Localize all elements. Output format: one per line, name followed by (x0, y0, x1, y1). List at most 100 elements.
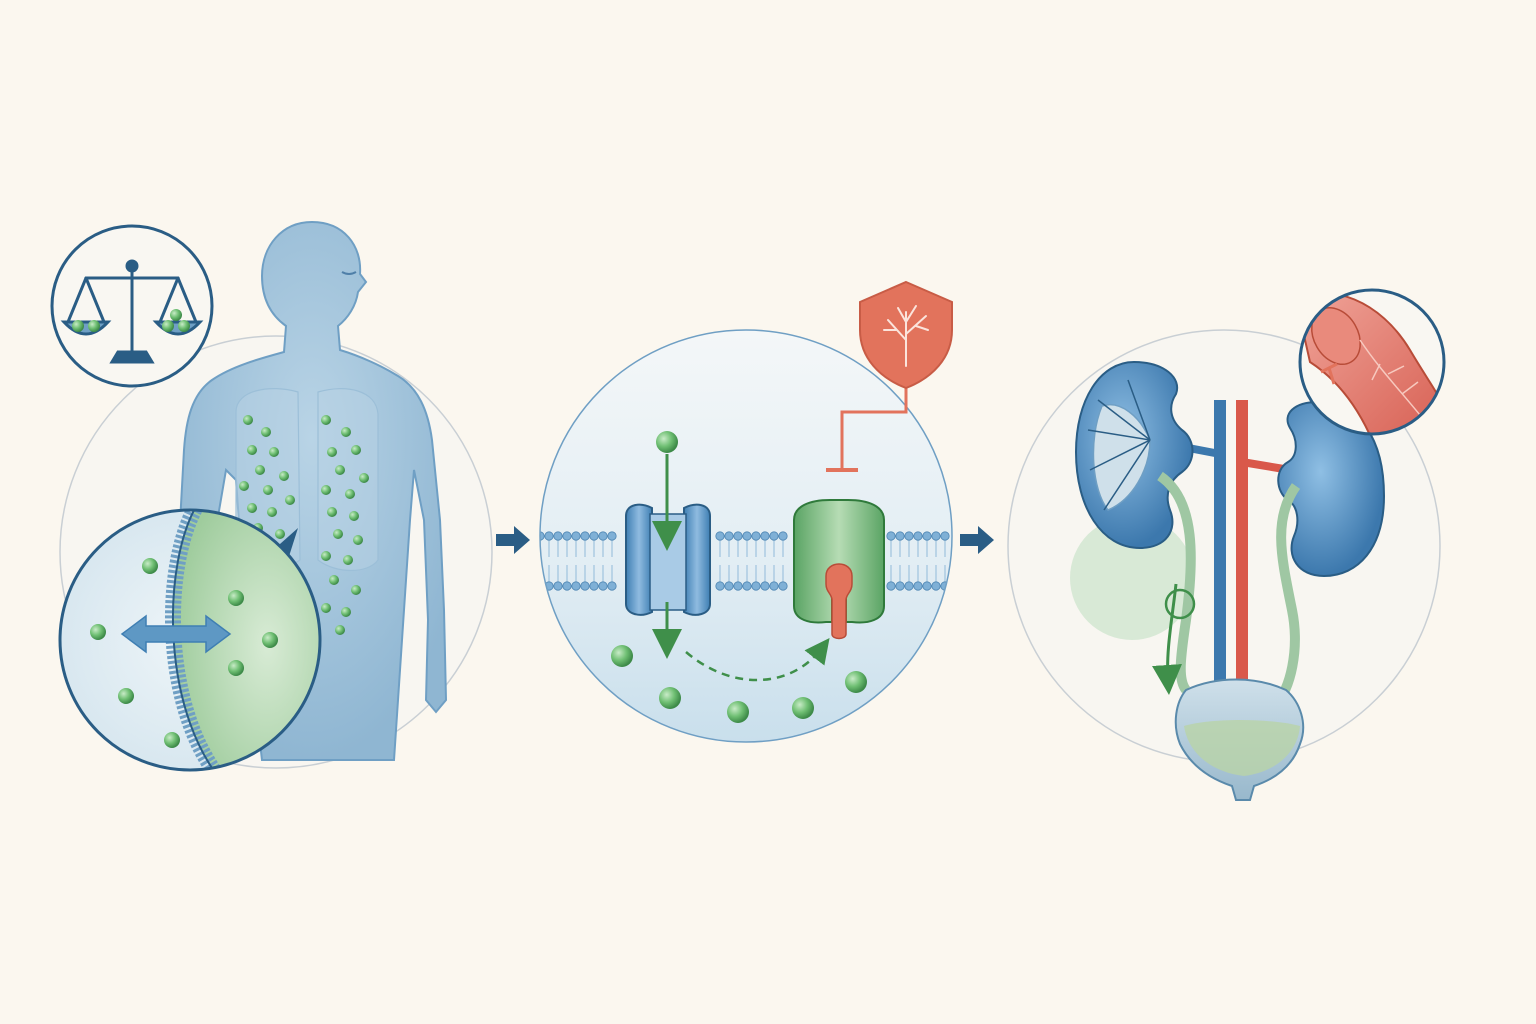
closed-eye (341, 271, 357, 275)
particle (269, 447, 279, 457)
particle (321, 415, 331, 425)
panel-body-distribution (50, 220, 493, 772)
particle (349, 511, 359, 521)
phospholipid (724, 531, 734, 557)
phospholipid (598, 531, 608, 557)
phospholipid (540, 531, 545, 557)
body-particles (239, 415, 369, 635)
inset-particles (90, 558, 278, 748)
particle (353, 535, 363, 545)
phospholipid (760, 565, 770, 591)
particle (335, 625, 345, 635)
phospholipid (733, 531, 743, 557)
particle (261, 427, 271, 437)
particle (351, 445, 361, 455)
phospholipid (580, 531, 590, 557)
phospholipid (904, 531, 914, 557)
panel-membrane-transport (539, 280, 953, 743)
scale-particles (72, 309, 190, 332)
phospholipid (607, 531, 617, 557)
phospholipid (913, 565, 923, 591)
particle (343, 555, 353, 565)
particle (341, 607, 351, 617)
phospholipid (589, 565, 599, 591)
inhibitor-shield (826, 280, 953, 472)
excretion-flow-arrow (1152, 583, 1182, 695)
particle (247, 503, 257, 513)
inhibition-bar-icon (1320, 362, 1338, 385)
right-arrow-icon (960, 526, 994, 554)
particle (243, 415, 253, 425)
phospholipid (553, 531, 563, 557)
phospholipid (931, 531, 941, 557)
phospholipid (598, 565, 608, 591)
phospholipid (580, 565, 590, 591)
kidney-glow (1070, 516, 1194, 640)
phospholipid (931, 565, 941, 591)
particle (327, 507, 337, 517)
phospholipid (571, 531, 581, 557)
phospholipid (922, 565, 932, 591)
particle (333, 529, 343, 539)
particle (359, 473, 369, 483)
phospholipid (886, 531, 896, 557)
phospholipid (751, 565, 761, 591)
balance-scale-inset (50, 224, 214, 388)
phospholipid (544, 531, 554, 557)
phospholipid (724, 565, 734, 591)
phospholipid (760, 531, 770, 557)
particle (329, 575, 339, 585)
ureter-highlight-ring (1164, 588, 1196, 620)
particle (279, 471, 289, 481)
phospholipid (769, 565, 779, 591)
phospholipid (895, 565, 905, 591)
phospholipid (769, 531, 779, 557)
phospholipid (913, 531, 923, 557)
particle (285, 495, 295, 505)
particle (351, 585, 361, 595)
particle (345, 489, 355, 499)
particle (267, 507, 277, 517)
phospholipid (778, 565, 788, 591)
particle (239, 481, 249, 491)
phospholipid (778, 531, 788, 557)
lipid-bilayer (540, 531, 950, 591)
particle (263, 485, 273, 495)
double-headed-arrow-icon (120, 614, 232, 654)
phospholipid (562, 531, 572, 557)
phospholipid (886, 565, 896, 591)
membrane-particles (611, 431, 867, 723)
phospholipid (895, 531, 905, 557)
phospholipid (589, 531, 599, 557)
phospholipid (922, 531, 932, 557)
transport-path-arrow (685, 638, 830, 682)
bladder (1174, 678, 1305, 801)
particle (335, 465, 345, 475)
phospholipid (742, 531, 752, 557)
phospholipid (562, 565, 572, 591)
particle (321, 551, 331, 561)
ion-channel (625, 454, 711, 659)
right-kidney (1277, 400, 1386, 578)
phospholipid (715, 565, 725, 591)
particle (321, 603, 331, 613)
phospholipid (715, 531, 725, 557)
phospholipid (553, 565, 563, 591)
phospholipid (742, 565, 752, 591)
particle (275, 529, 285, 539)
transporter (793, 499, 885, 640)
particle (321, 485, 331, 495)
particle (255, 465, 265, 475)
phospholipid (733, 565, 743, 591)
phospholipid (571, 565, 581, 591)
particle (341, 427, 351, 437)
right-arrow-icon (496, 526, 530, 554)
transporter-blocker (825, 563, 853, 640)
membrane-zoom-inset (58, 508, 322, 772)
human-body (176, 220, 448, 761)
phospholipid (940, 531, 950, 557)
phospholipid (904, 565, 914, 591)
right-lung-outline (317, 388, 379, 571)
particle (327, 447, 337, 457)
